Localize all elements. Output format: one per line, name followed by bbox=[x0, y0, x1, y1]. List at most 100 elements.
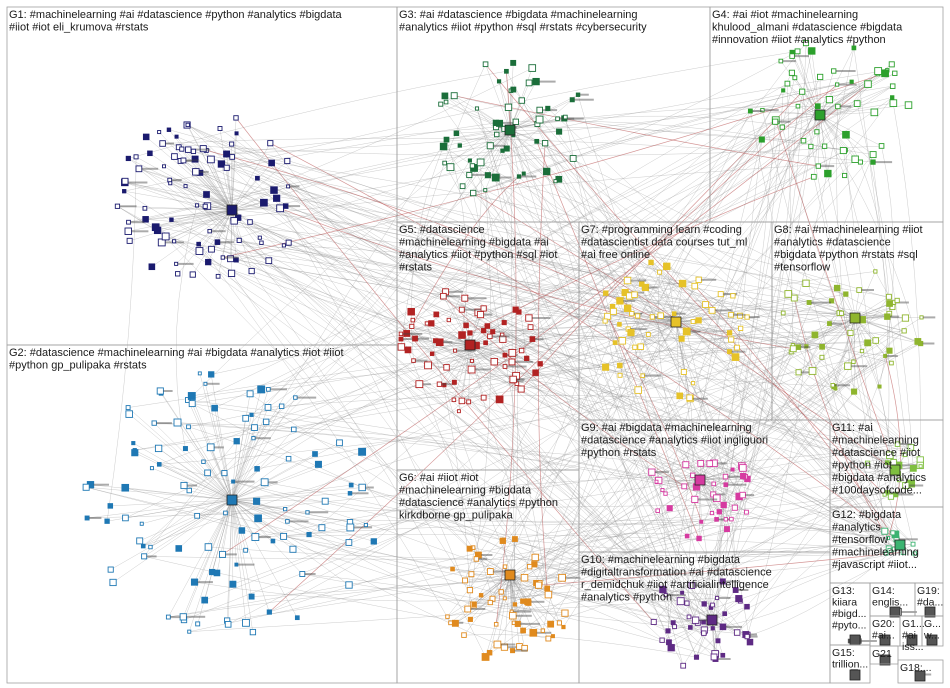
node-g2-97[interactable] bbox=[345, 539, 353, 546]
node-g3-37[interactable] bbox=[474, 106, 480, 111]
node-g2-86[interactable] bbox=[363, 522, 368, 528]
node-g2-6[interactable] bbox=[231, 479, 236, 484]
node-g11-13[interactable] bbox=[887, 493, 895, 500]
node-g7-27[interactable] bbox=[623, 304, 632, 312]
node-g10-3[interactable] bbox=[659, 585, 667, 594]
node-g2-70[interactable] bbox=[358, 483, 366, 492]
node-g6-32[interactable] bbox=[520, 573, 529, 582]
node-g7-29[interactable] bbox=[678, 335, 685, 342]
node-g6-22[interactable] bbox=[466, 587, 474, 594]
node-g2-15[interactable] bbox=[285, 455, 292, 462]
node-g3-17[interactable] bbox=[467, 158, 472, 163]
node-g4-28[interactable] bbox=[814, 129, 820, 135]
node-g5-64[interactable] bbox=[524, 355, 530, 362]
node-g5-22[interactable] bbox=[458, 306, 465, 313]
node-g6-23[interactable] bbox=[529, 628, 538, 637]
node-g4-0[interactable] bbox=[799, 88, 806, 95]
node-g8-47[interactable] bbox=[789, 345, 797, 353]
node-g1-9[interactable] bbox=[267, 140, 274, 147]
node-g1-72[interactable] bbox=[259, 240, 264, 245]
hub-node-g11[interactable] bbox=[889, 464, 901, 476]
node-g7-51[interactable] bbox=[645, 332, 651, 337]
node-g2-18[interactable] bbox=[253, 497, 261, 505]
node-g6-50[interactable] bbox=[468, 571, 475, 578]
node-g1-10[interactable] bbox=[257, 235, 262, 240]
node-g9-3[interactable] bbox=[714, 517, 719, 522]
node-g3-47[interactable] bbox=[443, 99, 449, 105]
node-g2-65[interactable] bbox=[285, 519, 290, 524]
node-g3-2[interactable] bbox=[569, 97, 575, 103]
node-g7-4[interactable] bbox=[738, 325, 744, 331]
node-g6-19[interactable] bbox=[451, 619, 459, 627]
node-g1-32[interactable] bbox=[196, 241, 201, 247]
node-g2-96[interactable] bbox=[84, 515, 90, 521]
node-g1-29[interactable] bbox=[194, 203, 200, 208]
node-g10-11[interactable] bbox=[680, 662, 687, 669]
hub-node-g18[interactable] bbox=[914, 670, 926, 682]
node-g2-94[interactable] bbox=[289, 545, 297, 553]
node-g10-27[interactable] bbox=[710, 602, 715, 608]
node-g7-25[interactable] bbox=[690, 319, 696, 325]
node-g7-44[interactable] bbox=[730, 293, 736, 299]
node-g3-25[interactable] bbox=[553, 179, 558, 184]
node-g5-45[interactable] bbox=[404, 346, 412, 354]
node-g8-4[interactable] bbox=[847, 329, 854, 336]
node-g3-57[interactable] bbox=[457, 143, 462, 148]
node-g4-24[interactable] bbox=[784, 80, 791, 87]
node-g4-26[interactable] bbox=[821, 143, 828, 149]
node-g7-39[interactable] bbox=[657, 312, 664, 319]
node-g2-91[interactable] bbox=[204, 469, 211, 477]
node-g3-6[interactable] bbox=[453, 130, 460, 137]
node-g5-50[interactable] bbox=[451, 397, 457, 403]
node-g1-36[interactable] bbox=[147, 150, 153, 157]
node-g3-58[interactable] bbox=[483, 188, 488, 193]
node-g1-2[interactable] bbox=[174, 134, 179, 139]
node-g6-7[interactable] bbox=[520, 598, 526, 604]
node-g5-2[interactable] bbox=[428, 320, 435, 327]
node-g3-5[interactable] bbox=[466, 171, 473, 179]
node-g5-53[interactable] bbox=[412, 335, 418, 342]
node-g10-12[interactable] bbox=[663, 593, 668, 598]
node-g1-75[interactable] bbox=[223, 150, 231, 158]
node-g9-21[interactable] bbox=[712, 494, 721, 503]
node-g8-30[interactable] bbox=[851, 359, 856, 364]
node-g2-93[interactable] bbox=[280, 532, 288, 540]
node-g4-49[interactable] bbox=[795, 103, 801, 109]
node-g3-41[interactable] bbox=[439, 142, 448, 151]
node-g8-46[interactable] bbox=[819, 343, 825, 350]
node-g4-31[interactable] bbox=[870, 108, 879, 117]
node-g2-106[interactable] bbox=[140, 543, 146, 549]
node-g1-87[interactable] bbox=[148, 263, 156, 271]
node-g8-15[interactable] bbox=[864, 339, 872, 347]
node-g8-18[interactable] bbox=[918, 340, 924, 347]
node-g1-70[interactable] bbox=[172, 239, 177, 244]
node-g1-49[interactable] bbox=[166, 127, 172, 132]
node-g2-57[interactable] bbox=[234, 562, 239, 567]
node-g2-78[interactable] bbox=[270, 538, 276, 544]
node-g6-42[interactable] bbox=[498, 589, 504, 595]
node-g4-52[interactable] bbox=[869, 151, 877, 159]
node-g12-10[interactable] bbox=[890, 530, 896, 536]
node-g6-1[interactable] bbox=[499, 537, 506, 544]
node-g2-13[interactable] bbox=[358, 447, 367, 456]
node-g8-16[interactable] bbox=[851, 388, 858, 395]
node-g10-5[interactable] bbox=[686, 614, 692, 620]
node-g7-20[interactable] bbox=[617, 362, 623, 369]
node-g1-60[interactable] bbox=[133, 154, 139, 160]
node-g5-28[interactable] bbox=[529, 336, 536, 342]
node-g1-67[interactable] bbox=[168, 181, 173, 186]
hub-node-g7[interactable] bbox=[670, 316, 682, 328]
node-g2-68[interactable] bbox=[345, 581, 353, 589]
hub-node-g3[interactable] bbox=[504, 124, 516, 136]
node-g10-33[interactable] bbox=[746, 638, 754, 646]
node-g7-32[interactable] bbox=[602, 318, 608, 324]
node-g2-98[interactable] bbox=[186, 424, 191, 430]
hub-node-g6[interactable] bbox=[504, 569, 516, 581]
node-g5-51[interactable] bbox=[490, 329, 496, 335]
node-g3-50[interactable] bbox=[496, 119, 504, 127]
node-g1-30[interactable] bbox=[207, 228, 212, 234]
node-g8-26[interactable] bbox=[780, 310, 786, 316]
node-g7-41[interactable] bbox=[691, 282, 698, 290]
node-g10-37[interactable] bbox=[680, 590, 685, 595]
node-g5-63[interactable] bbox=[411, 358, 416, 363]
